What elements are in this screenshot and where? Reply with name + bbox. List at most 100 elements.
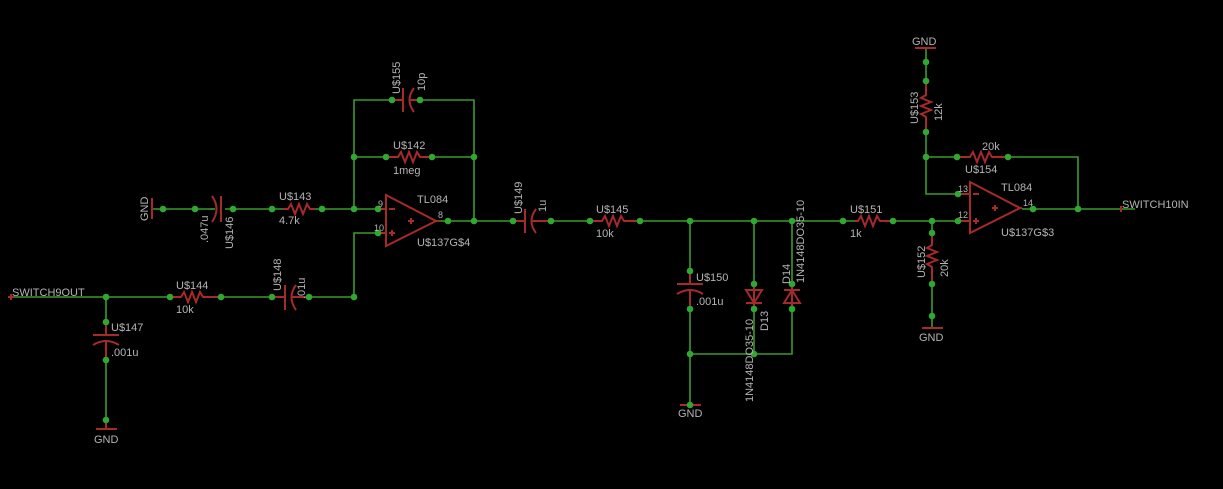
resistor-u145[interactable] (590, 213, 640, 229)
labels: SWITCH9OUT SWITCH10IN GND GND GND GND GN… (12, 36, 1189, 446)
wire-u154-right[interactable] (1008, 156, 1079, 209)
junction-dot (750, 280, 758, 288)
junction-dot (1074, 205, 1082, 213)
capacitor-u149[interactable] (513, 208, 551, 234)
resistor-u144[interactable] (170, 289, 221, 305)
junctions (102, 58, 1082, 424)
resistor-u143[interactable] (283, 201, 315, 217)
wire-u153-node[interactable] (925, 132, 958, 195)
junction-dot (686, 305, 694, 313)
capacitor-u150[interactable] (676, 271, 704, 309)
diode-d14[interactable] (782, 284, 802, 309)
u145-name: U$145 (596, 204, 628, 216)
net-label-switch10in[interactable]: SWITCH10IN (1122, 199, 1189, 211)
net-label-switch9out[interactable]: SWITCH9OUT (12, 287, 85, 299)
u147-name: U$147 (111, 322, 143, 334)
junction-dot (750, 217, 758, 225)
opamp3-pin-out: 14 (1023, 198, 1033, 208)
u152-name: U$152 (916, 246, 928, 278)
resistor-u152[interactable] (924, 233, 940, 284)
junction-dot (102, 416, 110, 424)
junction-dot (686, 217, 694, 225)
capacitor-u146[interactable] (210, 195, 222, 223)
u153-value: 12k (933, 103, 945, 121)
junction-dot (788, 217, 796, 225)
u146-name: U$146 (224, 217, 236, 249)
opamp3-value: TL084 (1001, 182, 1032, 194)
wire-diode-bottom[interactable] (690, 309, 793, 355)
junction-dot (350, 153, 358, 161)
junction-dot (191, 205, 199, 213)
opamp3-pin-minus: 13 (958, 184, 968, 194)
junction-dot (350, 205, 358, 213)
resistor-u153[interactable] (918, 81, 934, 132)
symbols (8, 47, 1122, 430)
junction-dot (217, 293, 225, 301)
junction-dot (922, 77, 930, 85)
u146-value: .047u (199, 215, 211, 243)
junction-dot (509, 217, 517, 225)
u148-value: .01u (296, 278, 308, 299)
d14-value: 1N4148DO35-10 (795, 200, 807, 283)
u148-name: U$148 (272, 259, 284, 291)
opamp-u137g4[interactable] (378, 193, 440, 248)
junction-dot (922, 128, 930, 136)
junction-dot (388, 96, 396, 104)
wire-u148-plus[interactable] (309, 232, 378, 298)
junction-dot (928, 229, 936, 237)
wire-feedback-left[interactable] (353, 99, 392, 209)
resistor-u142[interactable] (386, 149, 432, 165)
u145-value: 10k (596, 228, 614, 240)
junction-dot (928, 280, 936, 288)
u151-value: 1k (850, 228, 862, 240)
junction-dot (102, 318, 110, 326)
junction-dot (686, 401, 694, 409)
junction-dot (428, 153, 436, 161)
junction-dot (374, 229, 382, 237)
opamp4-name: U$137G$4 (417, 237, 470, 249)
diode-d13[interactable] (744, 284, 764, 309)
junction-dot (928, 312, 936, 320)
junction-dot (954, 190, 962, 198)
junction-dot (686, 267, 694, 275)
u153-name: U$153 (909, 92, 921, 124)
junction-dot (229, 205, 237, 213)
gnd-label-u150: GND (678, 408, 703, 420)
u155-name: U$155 (391, 62, 403, 94)
opamp4-pin-out: 8 (438, 210, 443, 220)
junction-dot (416, 96, 424, 104)
junction-dot (953, 153, 961, 161)
capacitor-u147[interactable] (92, 322, 120, 360)
opamp3-pin-plus: 12 (958, 210, 968, 220)
gnd-label-u147: GND (94, 434, 119, 446)
resistor-u151[interactable] (855, 213, 893, 229)
u142-name: U$142 (393, 140, 425, 152)
u149-value: 1u (537, 200, 549, 212)
junction-dot (470, 217, 478, 225)
wire-feedback-right[interactable] (420, 99, 475, 221)
junction-dot (547, 217, 555, 225)
junction-dot (374, 205, 382, 213)
gnd-label-u153: GND (912, 36, 937, 48)
resistor-u154[interactable] (957, 149, 1008, 165)
junction-dot (268, 293, 276, 301)
opamp3-name: U$137G$3 (1001, 227, 1054, 239)
junction-dot (750, 305, 758, 313)
junction-dot (305, 293, 313, 301)
junction-dot (318, 205, 326, 213)
opamp4-pin-plus: 10 (374, 223, 384, 233)
junction-dot (686, 350, 694, 358)
junction-dot (268, 205, 276, 213)
u152-value: 20k (939, 259, 951, 277)
u143-value: 4.7k (279, 215, 300, 227)
junction-dot (382, 153, 390, 161)
u150-name: U$150 (696, 272, 728, 284)
junction-dot (1004, 153, 1012, 161)
net-tick-switch9out (8, 294, 14, 300)
u144-name: U$144 (176, 280, 208, 292)
junction-dot (1029, 205, 1037, 213)
u142-value: 1meg (393, 165, 421, 177)
gnd-label-left: GND (139, 197, 151, 222)
